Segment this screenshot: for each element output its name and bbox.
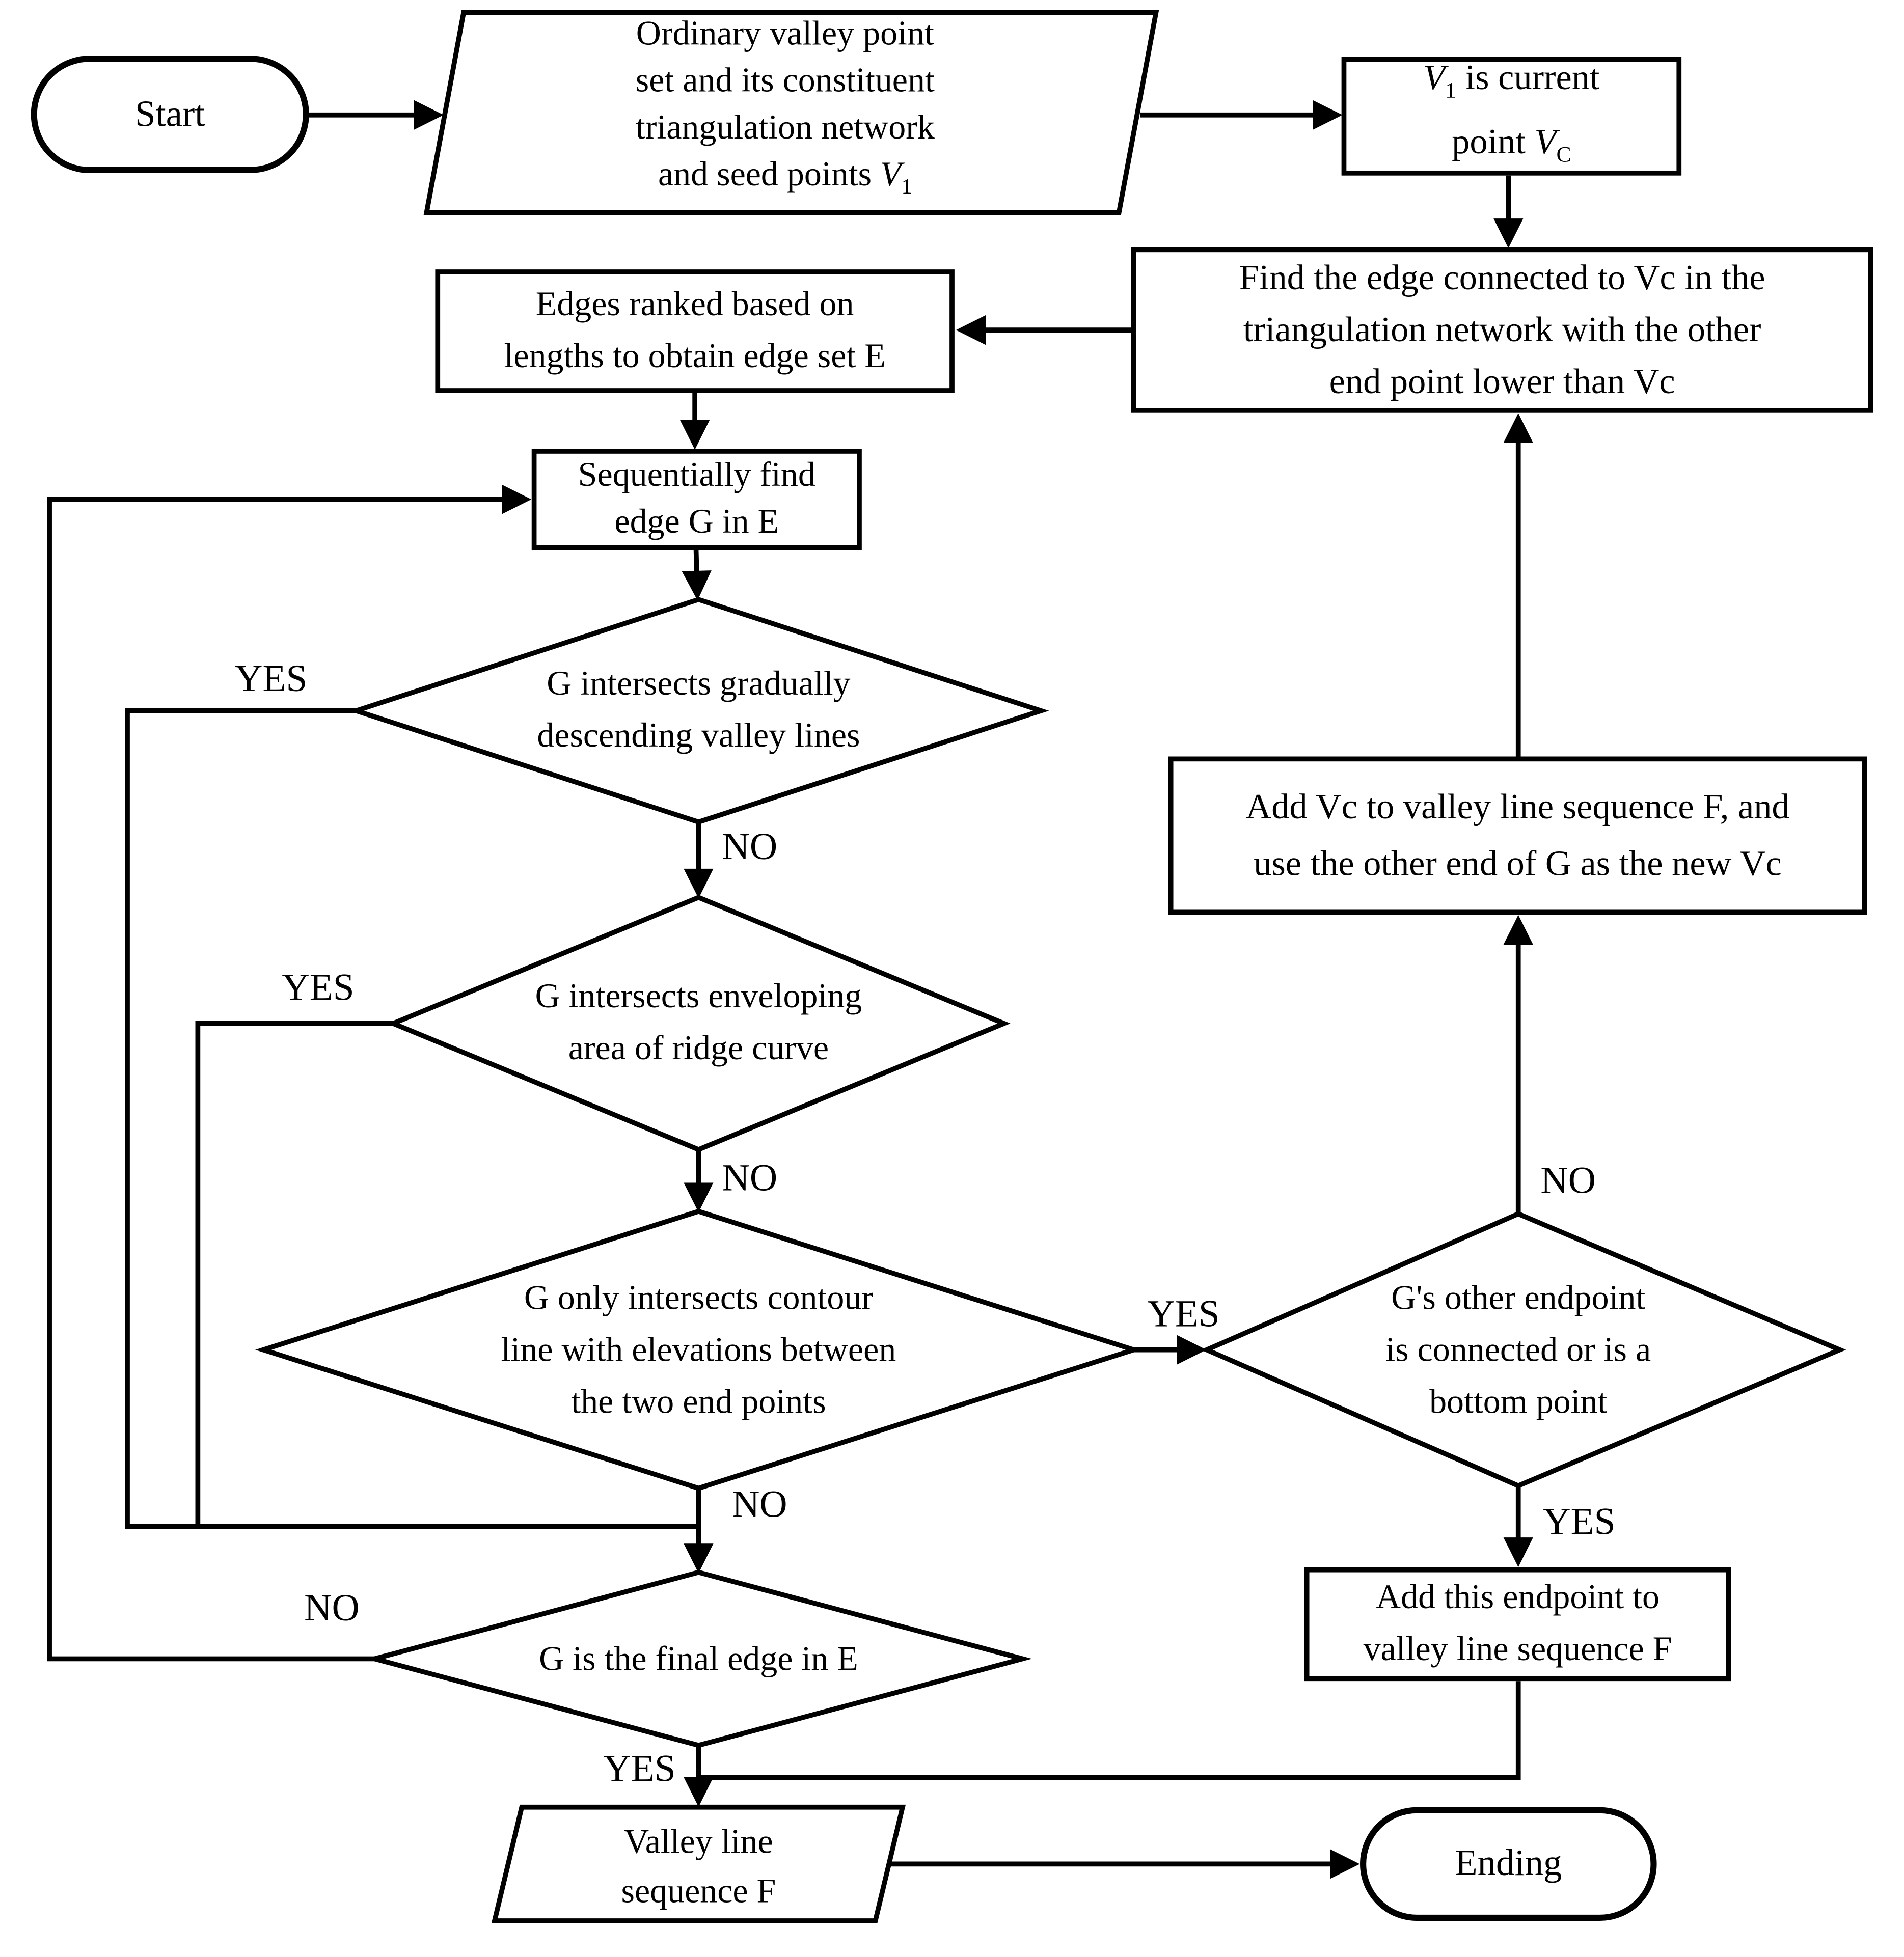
d1-decision-text: G intersects gradually descending valley… — [439, 654, 958, 767]
d1-line2: descending valley lines — [537, 716, 860, 756]
input-line2: set and its constituent — [635, 62, 935, 101]
label-d1-no: NO — [722, 824, 778, 868]
start-terminal: Start — [31, 56, 309, 173]
find-edge-line2: triangulation network with the other — [1243, 310, 1761, 350]
d2-diamond-shape — [387, 894, 1011, 1152]
input-line4: and seed points V1 — [658, 156, 912, 199]
label-d3-yes: YES — [1147, 1291, 1220, 1335]
d3-diamond-shape — [255, 1208, 1142, 1491]
label-d3-no: NO — [731, 1482, 787, 1526]
label-d4-no: NO — [1540, 1158, 1596, 1202]
input-var-sub: 1 — [901, 175, 912, 199]
output-line2: sequence F — [621, 1872, 776, 1911]
input-line3: triangulation network — [635, 109, 935, 148]
v1-line1: V1 is current — [1423, 58, 1600, 103]
label-d5-no: NO — [304, 1586, 360, 1630]
input-line1: Ordinary valley point — [636, 15, 934, 53]
edges-ranked-line2: lengths to obtain edge set E — [504, 337, 886, 376]
d4-line3: bottom point — [1429, 1383, 1608, 1422]
d5-diamond-shape — [365, 1569, 1032, 1748]
seq-find-line2: edge G in E — [614, 503, 779, 542]
label-d2-yes: YES — [282, 965, 355, 1009]
find-edge-line1: Find the edge connected to Vc in the — [1239, 258, 1765, 298]
add-vc-line1: Add Vc to valley line sequence F, and — [1245, 787, 1790, 827]
d4-diamond-shape — [1200, 1211, 1846, 1489]
d2-line1: G intersects enveloping — [535, 977, 862, 1016]
d5-decision-text: G is the final edge in E — [420, 1637, 976, 1684]
output-line1: Valley line — [624, 1823, 773, 1862]
label-d4-yes: YES — [1543, 1499, 1616, 1543]
v1-current-point-box: V1 is current point VC — [1341, 57, 1682, 176]
ending-label: Ending — [1455, 1843, 1562, 1884]
add-endpoint-line2: valley line sequence F — [1363, 1630, 1672, 1669]
label-d2-no: NO — [722, 1155, 778, 1199]
d1-diamond-shape — [348, 597, 1049, 825]
edges-ranked-box: Edges ranked based on lengths to obtain … — [435, 269, 955, 393]
v1-line2: point VC — [1452, 122, 1571, 167]
d4-line2: is connected or is a — [1385, 1331, 1651, 1370]
edge-addendpoint-join — [698, 1681, 1521, 1780]
d3-decision-text: G only intersects contour line with elev… — [371, 1273, 1026, 1429]
add-endpoint-line1: Add this endpoint to — [1376, 1578, 1660, 1617]
ending-terminal: Ending — [1360, 1807, 1657, 1921]
sequentially-find-box: Sequentially find edge G in E — [531, 449, 862, 550]
find-edge-line3: end point lower than Vc — [1329, 362, 1675, 402]
find-edge-box: Find the edge connected to Vc in the tri… — [1131, 247, 1873, 413]
seq-find-line1: Sequentially find — [578, 456, 815, 494]
input-parallelogram-shape — [423, 10, 1159, 215]
edge-d5-no-loop — [47, 484, 532, 1662]
output-node-text: Valley line sequence F — [501, 1814, 896, 1921]
add-vc-box: Add Vc to valley line sequence F, and us… — [1168, 756, 1867, 915]
d4-decision-text: G's other endpoint is connected or is a … — [1290, 1273, 1747, 1429]
d3-line3: the two end points — [571, 1383, 826, 1422]
edge-seqfind-to-d1 — [682, 550, 712, 601]
label-d1-yes: YES — [235, 656, 308, 700]
d3-line1: G only intersects contour — [524, 1279, 874, 1318]
d4-line1: G's other endpoint — [1391, 1279, 1646, 1318]
d3-line2: line with elevations between — [501, 1331, 896, 1370]
input-var-v: V — [880, 156, 902, 195]
d2-line2: area of ridge curve — [568, 1029, 829, 1068]
output-parallelogram-shape — [491, 1804, 906, 1923]
d5-line1: G is the final edge in E — [539, 1640, 858, 1679]
d2-decision-text: G intersects enveloping area of ridge cu… — [445, 964, 952, 1083]
add-vc-line2: use the other end of G as the new Vc — [1254, 844, 1782, 884]
edges-ranked-line1: Edges ranked based on — [535, 285, 854, 324]
start-label: Start — [134, 93, 205, 134]
label-d5-yes: YES — [603, 1746, 676, 1790]
input-node-text: Ordinary valley point set and its consti… — [435, 15, 1135, 205]
add-endpoint-box: Add this endpoint to valley line sequenc… — [1304, 1567, 1731, 1682]
d1-line1: G intersects gradually — [547, 665, 851, 704]
edge-d2-yes-loop — [195, 1021, 699, 1529]
